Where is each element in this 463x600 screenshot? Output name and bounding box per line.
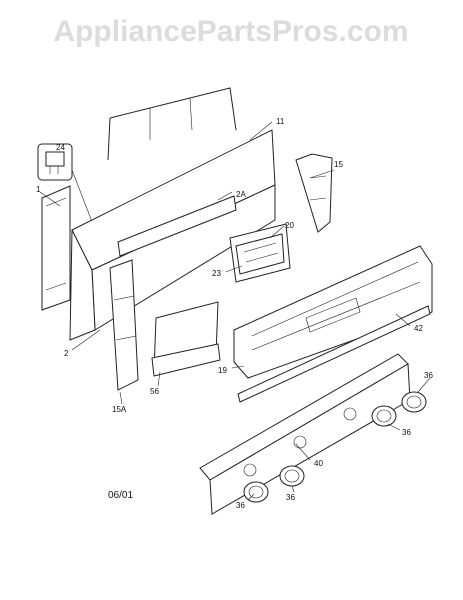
control-knobs — [243, 391, 427, 503]
inner-bracket — [117, 195, 237, 257]
callout-1: 1 — [36, 185, 41, 194]
backguard-frame — [69, 87, 276, 341]
callout-15: 15 — [334, 160, 343, 169]
knob-2 — [279, 465, 305, 487]
callout-19: 19 — [218, 366, 227, 375]
control-board — [229, 223, 291, 283]
right-end-bracket — [295, 153, 333, 233]
knob-4 — [401, 391, 427, 413]
callout-23: 23 — [212, 269, 221, 278]
callouts: 1 24 11 15 2A 20 23 2 15A 56 19 42 40 36… — [36, 117, 433, 510]
callout-40: 40 — [314, 459, 323, 468]
callout-56: 56 — [150, 387, 159, 396]
control-panel — [233, 245, 433, 379]
knob-3 — [371, 405, 397, 427]
callout-15a: 15A — [112, 405, 127, 414]
leader-lines — [39, 121, 431, 501]
manifold-panel — [199, 353, 411, 515]
callout-36-a: 36 — [424, 371, 433, 380]
callout-2: 2 — [64, 349, 69, 358]
trim-strip — [237, 305, 431, 403]
left-end-bracket — [109, 259, 139, 391]
knob-1 — [243, 481, 269, 503]
callout-11: 11 — [276, 117, 285, 126]
rocker-switch — [37, 143, 97, 233]
rear-panel — [41, 185, 71, 311]
callout-36-d: 36 — [236, 501, 245, 510]
watermark-text: AppliancePartsPros.com — [53, 15, 408, 48]
callout-24: 24 — [56, 143, 65, 152]
date-code: 06/01 — [108, 490, 133, 501]
callout-36-c: 36 — [286, 493, 295, 502]
callout-36-b: 36 — [402, 428, 411, 437]
callout-2a: 2A — [236, 190, 246, 199]
callout-20: 20 — [285, 221, 294, 230]
support-plate — [151, 301, 221, 377]
callout-42: 42 — [414, 324, 423, 333]
